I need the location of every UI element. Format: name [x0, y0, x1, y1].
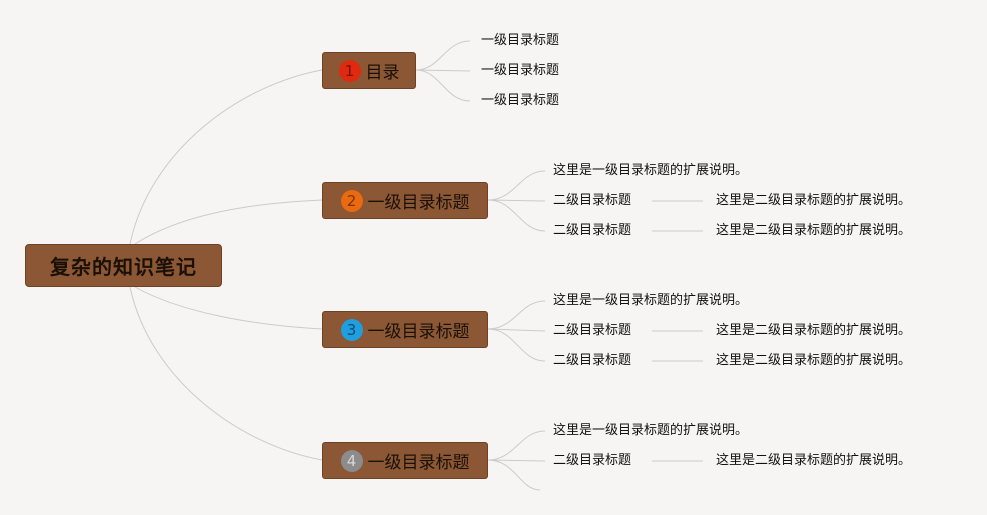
subtopic-3-1[interactable]: 二级目录标题 — [553, 323, 632, 338]
connector-b2-c1 — [487, 199, 546, 202]
subtopic-4-1[interactable]: 二级目录标题 — [553, 453, 632, 468]
branch-label-4: 一级目录标题 — [367, 453, 470, 473]
number-badge-4: 4 — [340, 449, 363, 472]
branch-label-2: 一级目录标题 — [367, 193, 470, 213]
branch-node-1[interactable]: 1 目录 — [322, 52, 416, 89]
branch-node-3[interactable]: 3 一级目录标题 — [322, 311, 488, 348]
subtopic-detail-2-1[interactable]: 这里是二级目录标题的扩展说明。 — [716, 193, 912, 208]
connector-b1-item3 — [415, 69, 471, 102]
branch-description-3[interactable]: 这里是一级目录标题的扩展说明。 — [553, 293, 749, 308]
connector-b3-desc — [487, 300, 546, 330]
connector-b4-empty — [487, 459, 541, 491]
connector-root-b2 — [134, 199, 323, 245]
number-badge-3: 3 — [340, 318, 363, 341]
toc-item-2[interactable]: 一级目录标题 — [481, 63, 560, 78]
toc-item-1[interactable]: 一级目录标题 — [481, 33, 560, 48]
connector-b4-c1 — [487, 459, 546, 462]
number-badge-2: 2 — [340, 189, 363, 212]
branch-description-2[interactable]: 这里是一级目录标题的扩展说明。 — [553, 163, 749, 178]
branch-node-4[interactable]: 4 一级目录标题 — [322, 442, 488, 479]
connector-b2-c2 — [487, 199, 546, 232]
subtopic-detail-2-2[interactable]: 这里是二级目录标题的扩展说明。 — [716, 223, 912, 238]
connector-root-b4 — [129, 286, 323, 461]
root-node[interactable]: 复杂的知识笔记 — [25, 244, 222, 287]
subtopic-detail-3-1[interactable]: 这里是二级目录标题的扩展说明。 — [716, 323, 912, 338]
branch-label-1: 目录 — [365, 63, 400, 83]
connector-b1-item2 — [415, 69, 471, 72]
connector-root-b1 — [129, 69, 323, 245]
subtopic-detail-4-1[interactable]: 这里是二级目录标题的扩展说明。 — [716, 453, 912, 468]
connector-b3-c1 — [487, 328, 546, 332]
number-badge-1: 1 — [338, 59, 361, 82]
subtopic-2-1[interactable]: 二级目录标题 — [553, 193, 632, 208]
branch-node-2[interactable]: 2 一级目录标题 — [322, 182, 488, 219]
toc-item-3[interactable]: 一级目录标题 — [481, 93, 560, 108]
branch-label-3: 一级目录标题 — [367, 322, 470, 342]
connector-b2-desc — [487, 170, 546, 201]
connector-b3-c2 — [487, 328, 546, 362]
subtopic-2-2[interactable]: 二级目录标题 — [553, 223, 632, 238]
connector-root-b3 — [134, 286, 323, 330]
connector-b4-desc — [487, 430, 546, 461]
subtopic-detail-3-2[interactable]: 这里是二级目录标题的扩展说明。 — [716, 353, 912, 368]
connector-b1-item1 — [415, 40, 471, 71]
subtopic-3-2[interactable]: 二级目录标题 — [553, 353, 632, 368]
branch-description-4[interactable]: 这里是一级目录标题的扩展说明。 — [553, 423, 749, 438]
root-title: 复杂的知识笔记 — [50, 255, 197, 279]
